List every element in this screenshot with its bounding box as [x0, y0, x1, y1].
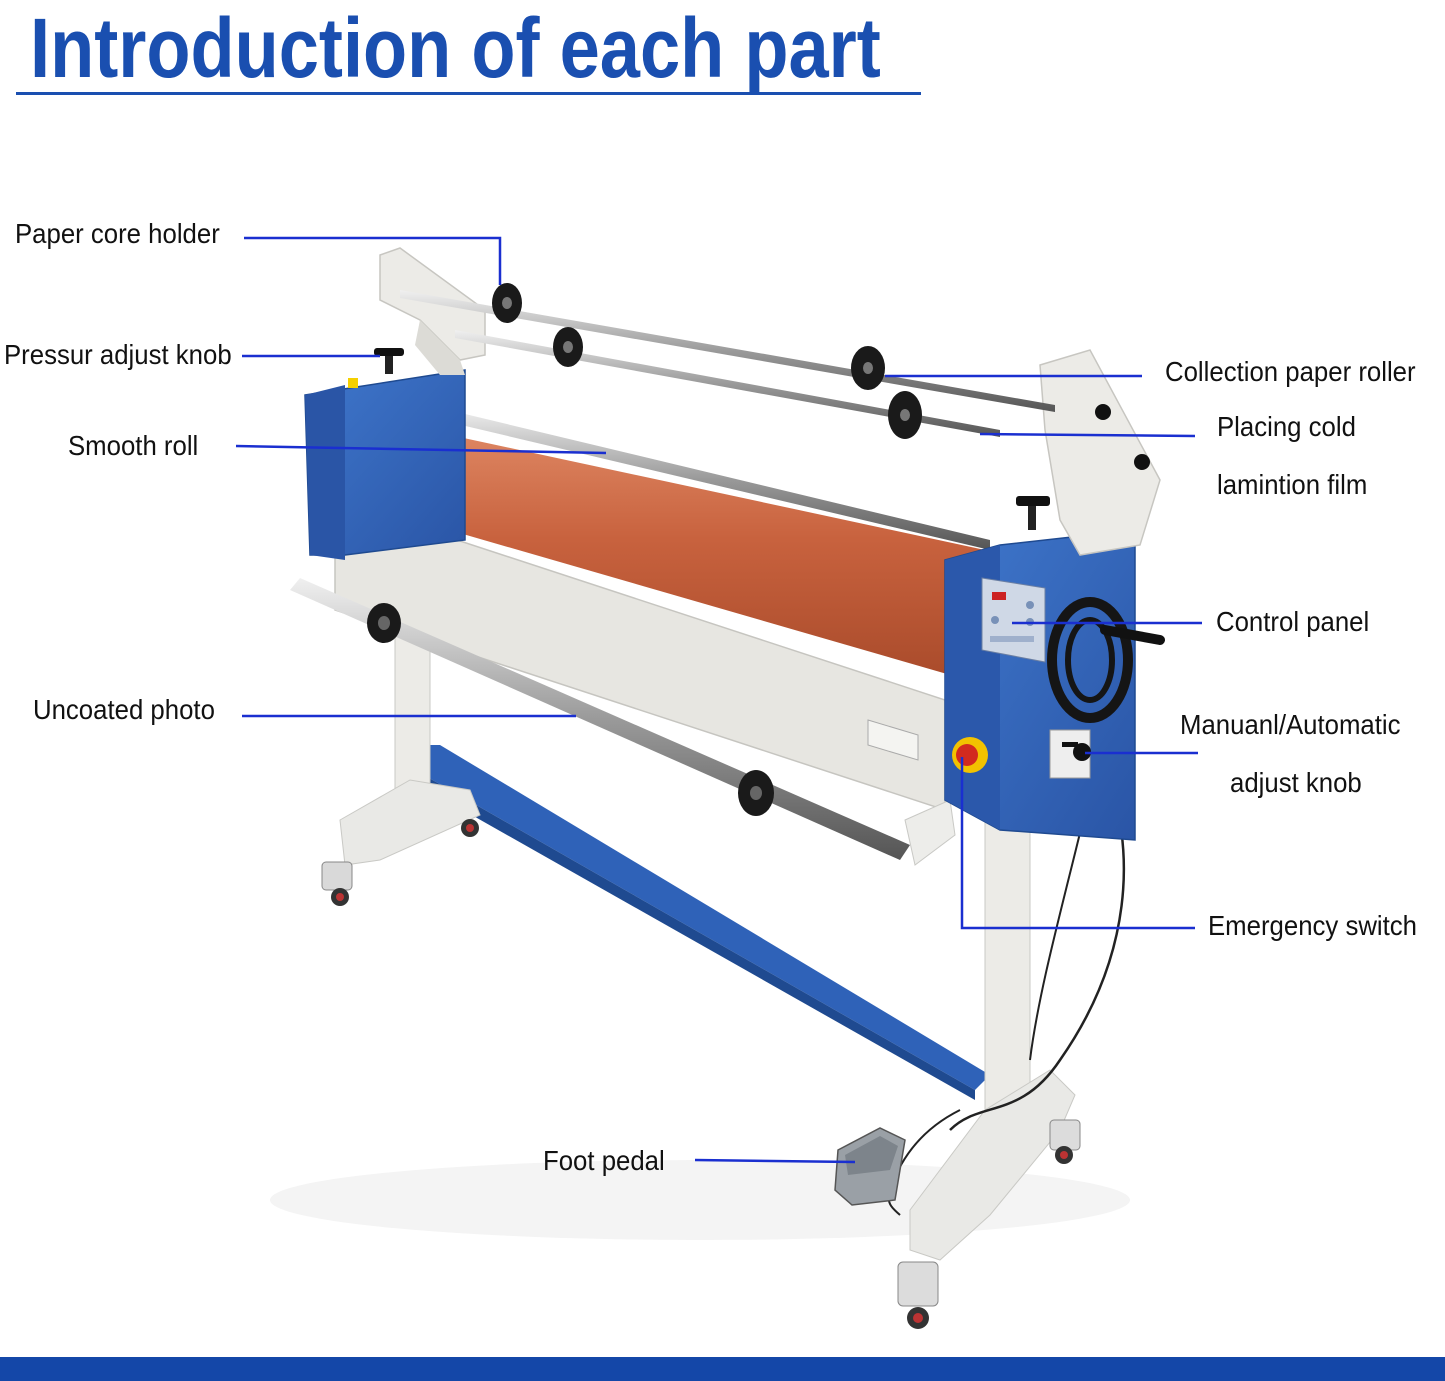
label-smooth-roll: Smooth roll: [68, 430, 199, 461]
label-manual-auto-line1: Manuanl/Automatic: [1180, 709, 1401, 740]
title-underline: [16, 92, 921, 95]
arm-knob-2: [1134, 454, 1150, 470]
label-placing-film-line2: lamintion film: [1217, 469, 1368, 500]
pressure-knob-left-shape: [374, 348, 404, 374]
leader-lines: [235, 236, 1202, 1164]
control-panel-shape: [981, 577, 1046, 663]
label-foot-pedal: Foot pedal: [543, 1145, 665, 1176]
feed-roller-bracket: [904, 799, 956, 866]
smooth-roll-body: [380, 420, 985, 685]
label-uncoated-photo: Uncoated photo: [33, 694, 215, 725]
hand-wheel-shape: [1047, 597, 1165, 723]
leader-smooth-roll: [235, 444, 607, 455]
label-placing-film-line1: Placing cold: [1217, 411, 1356, 442]
foot-pedal-shape: [834, 1127, 906, 1206]
label-control-panel: Control panel: [1216, 606, 1370, 637]
warning-sticker-left: [348, 378, 358, 388]
upper-pressure-roller: [440, 408, 990, 550]
bottom-crossbar: [415, 745, 990, 1090]
label-manual-auto-line2: adjust knob: [1230, 767, 1362, 798]
label-emergency-switch: Emergency switch: [1208, 910, 1418, 941]
bottom-accent-bar: [0, 1357, 1445, 1381]
paper-core-hub-2: [553, 327, 583, 367]
front-roller-hub-right: [738, 770, 774, 816]
label-collection-paper-roller: Collection paper roller: [1165, 356, 1416, 387]
paper-core-hub-3: [851, 346, 885, 390]
leader-foot-pedal: [694, 1158, 856, 1164]
right-caster-front: [897, 1261, 939, 1329]
label-pressure-adjust-knob: Pressur adjust knob: [4, 339, 232, 370]
emergency-button-shape: [952, 737, 988, 773]
right-upper-arm: [1039, 349, 1161, 556]
bottom-crossbar-edge: [410, 770, 975, 1100]
left-caster-back: [461, 819, 479, 837]
paper-core-hub-4: [888, 391, 922, 439]
left-caster-front: [321, 861, 353, 906]
collection-paper-rod: [400, 290, 1055, 412]
pressure-knob-right-shape: [1016, 496, 1050, 530]
front-roller-hub-left: [367, 603, 401, 643]
apron-slot-right: [867, 719, 919, 761]
leader-emergency: [960, 757, 1195, 930]
label-paper-core-holder: Paper core holder: [15, 218, 220, 249]
arm-knob-1: [1095, 404, 1111, 420]
page-title: Introduction of each part: [30, 1, 881, 95]
left-upper-arm-shade: [415, 320, 465, 375]
paper-core-hub-1: [492, 283, 522, 323]
right-caster-back: [1049, 1119, 1081, 1164]
left-foot: [339, 779, 481, 866]
leader-paper-core-holder: [244, 236, 502, 285]
manual-auto-knob-shape: [1049, 729, 1091, 779]
leader-placing-film: [979, 432, 1196, 438]
film-placing-rod: [455, 330, 1000, 437]
left-housing-side: [305, 385, 345, 560]
